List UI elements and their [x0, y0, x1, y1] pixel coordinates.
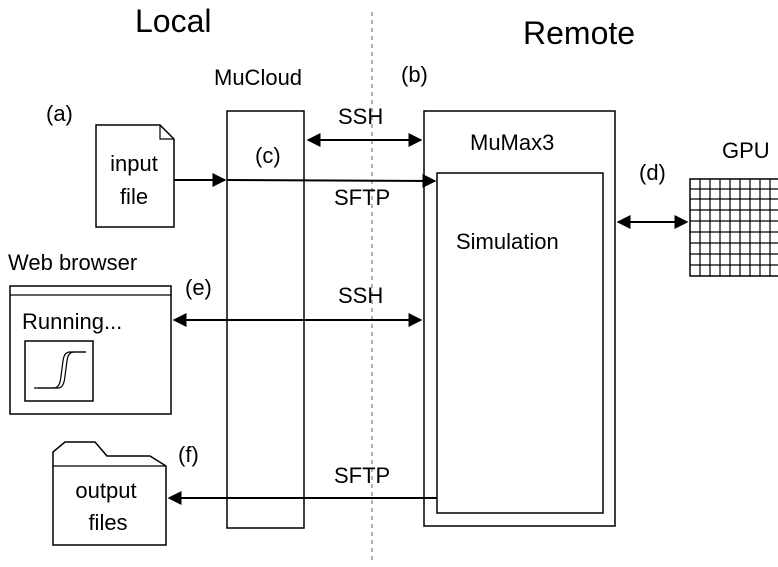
ssh-browser-label: SSH — [338, 283, 383, 308]
simulation-box — [436, 172, 604, 514]
plot-thumbnail — [24, 340, 94, 402]
input-file-label-line2: file — [120, 184, 148, 209]
label-b: (b) — [401, 62, 428, 87]
mucloud-label: MuCloud — [214, 65, 302, 90]
sftp-upload-label: SFTP — [334, 185, 390, 210]
simulation-label: Simulation — [456, 229, 559, 254]
hysteresis-curve-icon — [34, 351, 86, 389]
label-f: (f) — [178, 442, 199, 467]
ssh-top-label: SSH — [338, 104, 383, 129]
label-a: (a) — [46, 101, 73, 126]
running-status: Running... — [22, 309, 122, 334]
label-e: (e) — [185, 275, 212, 300]
label-c: (c) — [255, 143, 281, 168]
sftp-download-label: SFTP — [334, 463, 390, 488]
input-file-icon — [95, 124, 175, 228]
label-d: (d) — [639, 160, 666, 185]
output-files-label-line1: output — [75, 478, 136, 503]
output-files-label-line2: files — [88, 510, 127, 535]
web-browser-label: Web browser — [8, 250, 137, 275]
input-file-label-line1: input — [110, 151, 158, 176]
local-heading: Local — [135, 3, 212, 39]
sftp-upload-arrow — [226, 173, 437, 188]
remote-heading: Remote — [523, 15, 635, 51]
gpu-grid-icon — [689, 178, 778, 277]
gpu-label: GPU — [722, 138, 770, 163]
output-folder-icon — [52, 441, 167, 546]
mumax3-label: MuMax3 — [470, 130, 554, 155]
